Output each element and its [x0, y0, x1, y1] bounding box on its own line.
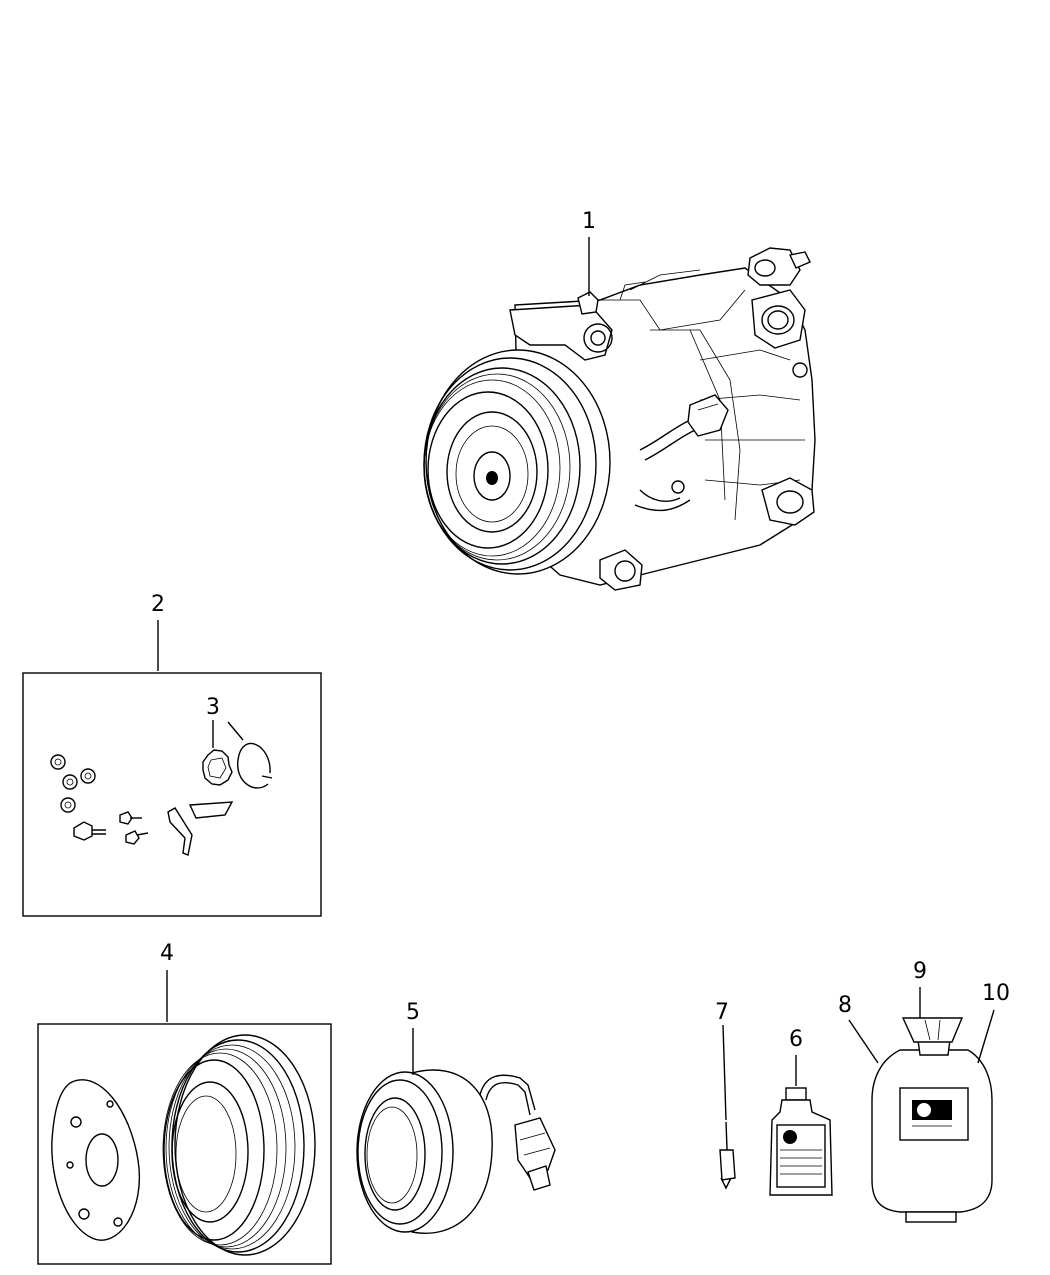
seal-kit-parts [50, 742, 273, 856]
clutch-coil [356, 1069, 556, 1234]
clutch-kit-box [37, 1023, 332, 1265]
callout-labels: 1 2 3 4 5 6 7 8 9 10 [151, 209, 1010, 1052]
refrigerant-can [871, 1017, 993, 1223]
callout-9: 9 [913, 959, 927, 984]
callout-1: 1 [582, 209, 596, 234]
callout-2: 2 [151, 592, 165, 617]
callout-8: 8 [838, 993, 852, 1018]
callout-6: 6 [789, 1027, 803, 1052]
callout-4: 4 [160, 941, 174, 966]
compressor-assembly [423, 247, 816, 591]
callout-3: 3 [206, 695, 220, 720]
leader-line-10 [977, 1009, 995, 1064]
leader-line-7 [722, 1024, 727, 1121]
callout-5: 5 [406, 1000, 420, 1025]
callout-7: 7 [715, 1000, 729, 1025]
callout-10: 10 [982, 981, 1010, 1006]
leader-lines [157, 237, 995, 1121]
oil-bottle [769, 1087, 833, 1196]
clutch-plate [51, 1079, 140, 1241]
leader-line-8 [848, 1019, 879, 1064]
pulley [162, 1034, 316, 1256]
dye-injector [719, 1121, 736, 1190]
leader-line-3-right [227, 721, 244, 741]
seal-kit-box [22, 672, 322, 917]
